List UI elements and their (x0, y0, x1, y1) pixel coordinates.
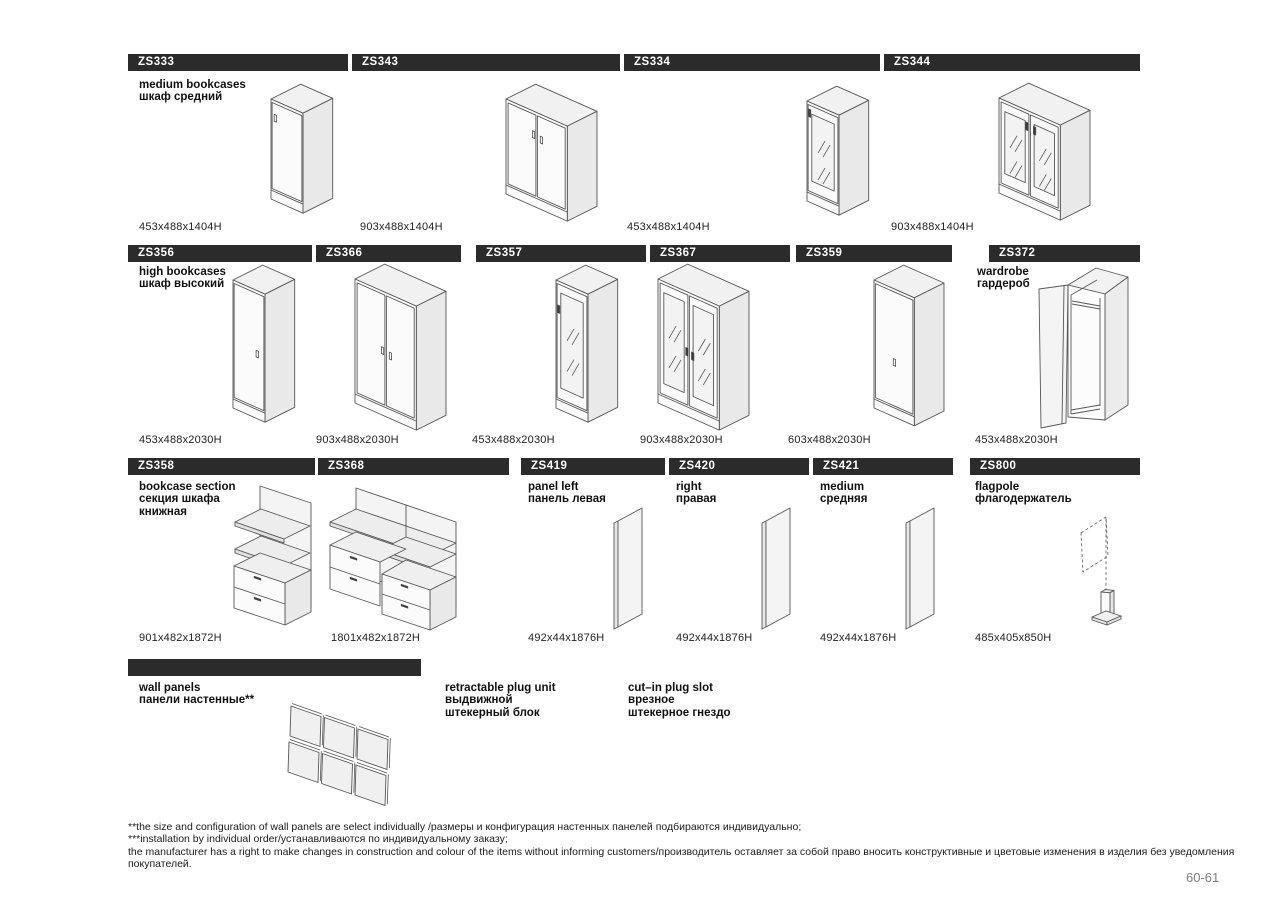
label-ru: шкаф высокий (139, 278, 225, 291)
label-en: wall panels (139, 682, 201, 694)
label-ru: панели настенные** (139, 694, 255, 707)
zs334-drawing (806, 85, 870, 216)
product-header-zs334: ZS334 (624, 54, 880, 71)
plug-unit-label: retractable plug unit выдвижной штекерны… (445, 682, 556, 719)
label-ru: флагодержатель (975, 493, 1072, 506)
product-label-zs420: right правая (676, 481, 716, 506)
product-dims-zs333: 453x488x1404H (139, 221, 222, 233)
product-header-zs420: ZS420 (669, 458, 809, 475)
label-ru: гардероб (977, 278, 1030, 291)
label-ru: выдвижной (445, 694, 513, 707)
product-dims-zs800: 485x405x850H (975, 632, 1052, 644)
footnote-line: **the size and configuration of wall pan… (128, 821, 802, 833)
product-dims-zs372: 453x488x2030H (975, 434, 1058, 446)
product-header-zs333: ZS333 (128, 54, 348, 71)
product-label-zs800: flagpole флагодержатель (975, 481, 1072, 506)
product-dims-zs357: 453x488x2030H (472, 434, 555, 446)
product-header-zs368: ZS368 (318, 458, 509, 475)
product-header-zs359: ZS359 (796, 245, 952, 262)
product-header-zs366: ZS366 (316, 245, 461, 262)
label-ru: средняя (820, 493, 868, 506)
label-en: cut–in plug slot (628, 682, 713, 694)
product-dims-zs343: 903x488x1404H (360, 221, 443, 233)
product-header-zs357: ZS357 (476, 245, 646, 262)
product-header-zs343: ZS343 (352, 54, 620, 71)
product-label-zs419: panel left панель левая (528, 481, 606, 506)
label-ru: врезное (628, 694, 675, 707)
page-number: 60-61 (1186, 870, 1220, 885)
label-en: flagpole (975, 481, 1020, 493)
product-dims-zs367: 903x488x2030H (640, 434, 723, 446)
product-label-zs356: high bookcases шкаф высокий (139, 266, 226, 291)
wall-panels-drawing (287, 703, 391, 806)
product-header-zs419: ZS419 (521, 458, 665, 475)
label-ru: секция шкафа (139, 493, 220, 506)
product-label-zs421: medium средняя (820, 481, 867, 506)
zs800-drawing (1080, 516, 1122, 626)
product-header-zs800: ZS800 (970, 458, 1140, 475)
zs421-drawing (905, 507, 935, 630)
product-dims-zs421: 492x44x1876H (820, 632, 897, 644)
label-en: retractable plug unit (445, 682, 556, 694)
plug-slot-label: cut–in plug slot врезное штекерное гнезд… (628, 682, 731, 719)
label-en: bookcase section (139, 481, 236, 493)
footnote-line: ***installation by individual order/уста… (128, 833, 508, 846)
zs344-drawing (998, 82, 1091, 221)
footnote-line: the manufacturer has a right to make cha… (128, 845, 1235, 871)
zs368-drawing (329, 487, 457, 631)
zs356-drawing (232, 264, 296, 423)
zs372-drawing (1038, 267, 1129, 429)
label-en: medium (820, 481, 865, 493)
product-label-zs333: medium bookcases шкаф средний (139, 79, 246, 104)
label-en: high bookcases (139, 266, 226, 278)
product-dims-zs344: 903x488x1404H (891, 221, 974, 233)
product-label-zs358: bookcase section секция шкафа книжная (139, 481, 236, 518)
label-ru: панель левая (528, 493, 606, 506)
product-dims-zs419: 492x44x1876H (528, 632, 605, 644)
product-header-zs344: ZS344 (884, 54, 1140, 71)
label-en: right (676, 481, 702, 493)
product-header-zs421: ZS421 (813, 458, 953, 475)
zs366-drawing (354, 263, 447, 431)
zs359-drawing (873, 264, 945, 427)
wall-panels-header-bar (128, 659, 421, 676)
label-en: wardrobe (977, 266, 1029, 278)
zs419-drawing (613, 507, 643, 630)
label-ru: шкаф средний (139, 91, 223, 104)
zs333-drawing (270, 83, 334, 214)
product-header-zs358: ZS358 (128, 458, 315, 475)
zs420-drawing (761, 507, 791, 630)
product-dims-zs368: 1801x482x1872H (331, 632, 421, 644)
product-dims-zs358: 901x482x1872H (139, 632, 222, 644)
product-dims-zs359: 603x488x2030H (788, 434, 871, 446)
product-header-zs367: ZS367 (650, 245, 790, 262)
label-ru2: книжная (139, 505, 187, 518)
zs343-drawing (505, 83, 598, 222)
product-header-zs372: ZS372 (989, 245, 1140, 262)
footnotes: **the size and configuration of wall pan… (128, 821, 1280, 871)
zs367-drawing (657, 263, 750, 431)
label-ru2: штекерное гнездо (628, 706, 731, 719)
label-ru: правая (676, 493, 717, 506)
product-dims-zs366: 903x488x2030H (316, 434, 399, 446)
zs358-drawing (233, 485, 312, 626)
label-en: panel left (528, 481, 579, 493)
product-dims-zs334: 453x488x1404H (627, 221, 710, 233)
label-ru2: штекерный блок (445, 706, 540, 719)
wall-panels-label: wall panels панели настенные** (139, 682, 254, 707)
product-label-zs372: wardrobe гардероб (977, 266, 1030, 291)
label-en: medium bookcases (139, 79, 246, 91)
product-header-zs356: ZS356 (128, 245, 312, 262)
product-dims-zs420: 492x44x1876H (676, 632, 753, 644)
product-dims-zs356: 453x488x2030H (139, 434, 222, 446)
zs357-drawing (555, 264, 619, 423)
